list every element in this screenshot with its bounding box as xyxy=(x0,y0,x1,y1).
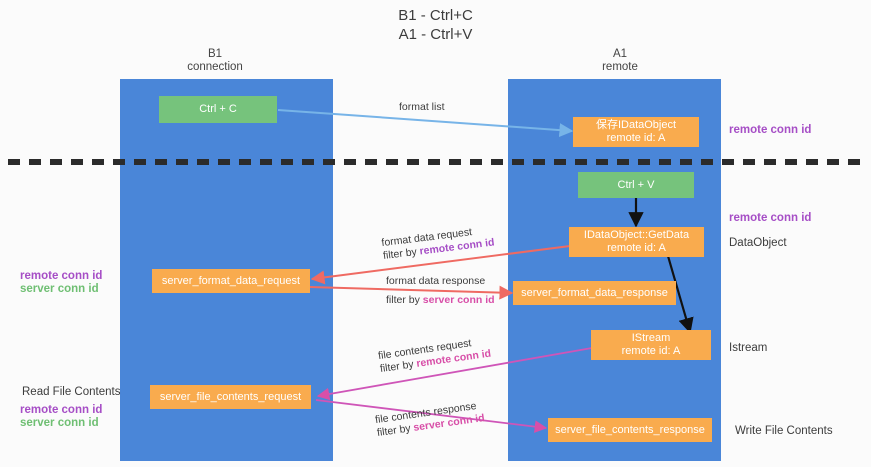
box-ctrl-c-label: Ctrl + C xyxy=(199,103,237,115)
left-label-read-file-contents: Read File Contents xyxy=(22,386,121,398)
right-label-remote-conn-id-top: remote conn id xyxy=(729,124,812,136)
left-label-remote-conn-id-mid: remote conn id xyxy=(20,270,103,282)
edge-label-format-data-response-filter-key: server conn id xyxy=(422,294,495,306)
box-idataobject-getdata[interactable]: IDataObject::GetData remote id: A xyxy=(569,227,704,257)
box-save-idataobject[interactable]: 保存IDataObject remote id: A xyxy=(573,117,699,147)
box-ctrl-v[interactable]: Ctrl + V xyxy=(578,172,694,198)
title-line-2: A1 - Ctrl+V xyxy=(398,26,473,43)
right-label-dataobject: DataObject xyxy=(729,237,787,249)
edge-label-file-contents-response-group: file contents response filter by server … xyxy=(374,399,485,440)
box-save-idataobject-line1: 保存IDataObject xyxy=(595,119,677,131)
box-server-format-data-response[interactable]: server_format_data_response xyxy=(513,281,676,305)
page-title: B1 - Ctrl+C A1 - Ctrl+V xyxy=(0,6,871,44)
box-save-idataobject-line2: remote id: A xyxy=(606,132,666,144)
edge-label-format-data-response-group: format data response filter by server co… xyxy=(386,275,495,307)
right-label-istream: Istream xyxy=(729,342,768,354)
box-server-file-contents-response-label: server_file_contents_response xyxy=(555,423,705,436)
box-istream-line1: IStream xyxy=(631,332,671,344)
edge-label-format-data-response: format data response xyxy=(386,275,486,287)
box-istream[interactable]: IStream remote id: A xyxy=(591,330,711,360)
column-header-b1: B1 connection xyxy=(140,48,290,74)
column-header-a1: A1 remote xyxy=(545,48,695,74)
edge-label-format-data-response-filter: filter by server conn id xyxy=(386,294,495,307)
box-server-file-contents-response[interactable]: server_file_contents_response xyxy=(548,418,712,442)
edge-label-format-data-response-filter-prefix: filter by xyxy=(386,294,423,306)
edge-label-format-data-request-group: format data request filter by remote con… xyxy=(381,224,495,263)
column-header-a1-name: A1 xyxy=(612,48,628,60)
left-label-server-conn-id-mid: server conn id xyxy=(20,283,99,295)
edge-label-file-contents-request-group: file contents request filter by remote c… xyxy=(377,335,492,376)
column-header-a1-sub: remote xyxy=(602,61,638,73)
title-line-1: B1 - Ctrl+C xyxy=(398,7,473,24)
box-server-file-contents-request-label: server_file_contents_request xyxy=(159,390,302,403)
right-label-remote-conn-id-mid: remote conn id xyxy=(729,212,812,224)
left-label-server-conn-id-bottom: server conn id xyxy=(20,417,99,429)
box-server-file-contents-request[interactable]: server_file_contents_request xyxy=(150,385,311,409)
box-server-format-data-response-label: server_format_data_response xyxy=(521,286,668,299)
box-istream-line2: remote id: A xyxy=(621,345,681,357)
box-server-format-data-request[interactable]: server_format_data_request xyxy=(152,269,310,293)
box-idataobject-getdata-line2: remote id: A xyxy=(607,242,666,254)
box-ctrl-v-label: Ctrl + V xyxy=(617,178,655,191)
edge-label-format-list: format list xyxy=(399,101,445,113)
column-header-b1-name: B1 xyxy=(207,48,223,60)
box-idataobject-getdata-line1: IDataObject::GetData xyxy=(583,229,690,241)
box-ctrl-c[interactable]: Ctrl + C xyxy=(159,96,277,123)
column-header-b1-sub: connection xyxy=(187,61,243,73)
left-label-remote-conn-id-bottom: remote conn id xyxy=(20,404,103,416)
right-label-write-file-contents: Write File Contents xyxy=(735,425,833,437)
box-server-format-data-request-label: server_format_data_request xyxy=(161,274,301,287)
